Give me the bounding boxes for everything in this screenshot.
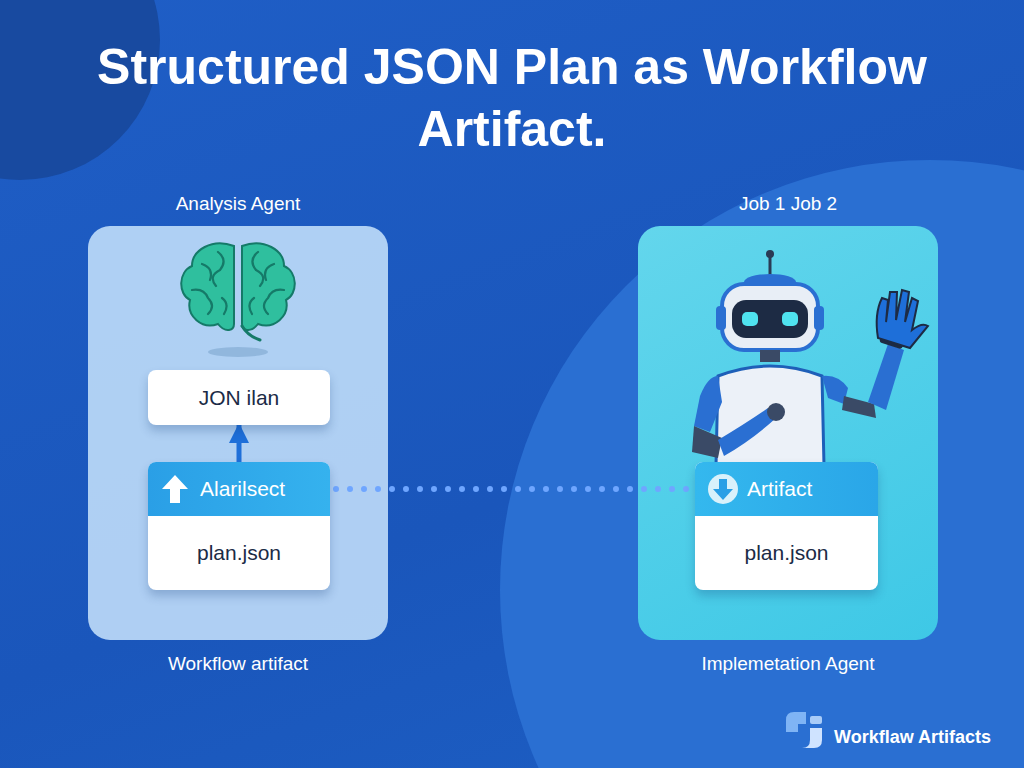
dotted-link [336,486,689,492]
panel-caption: Workflow artifact [48,652,428,676]
panel-heading: Job 1 Job 2 [598,192,978,216]
box-label: JON ilan [199,385,280,411]
brain-icon [88,226,388,366]
large-circle [500,160,1024,768]
diagram-title: Structured JSON Plan as Workflow Artifac… [92,36,932,160]
artifact-card: Alarilsect plan.json [148,462,330,590]
plan-box: JON ilan [148,370,330,425]
flow-arrow [237,425,242,462]
card-title: Alarilsect [200,476,285,502]
agent-panel: Job 1 Job 2Implemetation AgentArtifactpl… [638,226,938,640]
card-header: Alarilsect [148,462,330,516]
logo-text: Workflaw Artifacts [834,726,991,748]
card-body: plan.json [148,516,330,590]
card-title: Artifact [747,476,812,502]
file-name: plan.json [197,540,281,566]
download-icon [707,473,739,509]
upload-icon [160,473,190,509]
logo-icon [786,712,822,748]
panel-heading: Analysis Agent [48,192,428,216]
card-body: plan.json [695,516,878,590]
card-header: Artifact [695,462,878,516]
artifact-card: Artifact plan.json [695,462,878,590]
agent-panel: Analysis AgentWorkflow artifactJON ilanA… [88,226,388,640]
file-name: plan.json [744,540,828,566]
panel-caption: Implemetation Agent [598,652,978,676]
